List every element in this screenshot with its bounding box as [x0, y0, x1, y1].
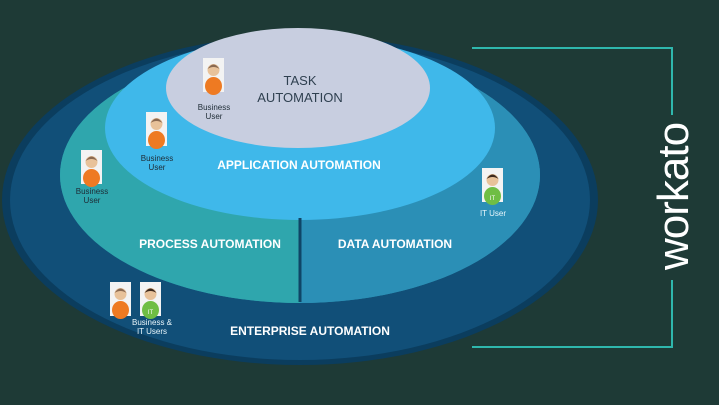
business-user-icon [110, 282, 131, 319]
enterprise-users-caption-line2: IT Users [137, 327, 167, 336]
task-user-caption-line1: Business [198, 103, 230, 112]
application-user-caption-line2: User [149, 163, 166, 172]
enterprise-users-caption-line1: Business & [132, 318, 173, 327]
workato-logo: workato [649, 123, 698, 271]
task-label-line1: TASK [284, 73, 317, 88]
bracket-gap [655, 115, 691, 280]
business-user-icon [81, 150, 102, 187]
data-automation-label: DATA AUTOMATION [338, 237, 452, 251]
task-user-caption-line2: User [206, 112, 223, 121]
svg-text:IT: IT [148, 310, 154, 316]
business-user-icon [146, 112, 167, 149]
it-user-icon: IT [140, 282, 161, 319]
it-user-icon: IT [482, 168, 503, 205]
process-user-caption-line1: Business [76, 187, 108, 196]
task-label-line2: AUTOMATION [257, 90, 342, 105]
task-automation-layer [166, 28, 430, 148]
it-user-caption: IT User [480, 209, 506, 218]
business-user-icon [203, 58, 224, 95]
svg-text:IT: IT [490, 196, 496, 202]
process-user-caption-line2: User [84, 196, 101, 205]
process-automation-label: PROCESS AUTOMATION [139, 237, 281, 251]
application-automation-label: APPLICATION AUTOMATION [217, 158, 381, 172]
enterprise-automation-label: ENTERPRISE AUTOMATION [230, 324, 390, 338]
application-user-caption-line1: Business [141, 154, 173, 163]
